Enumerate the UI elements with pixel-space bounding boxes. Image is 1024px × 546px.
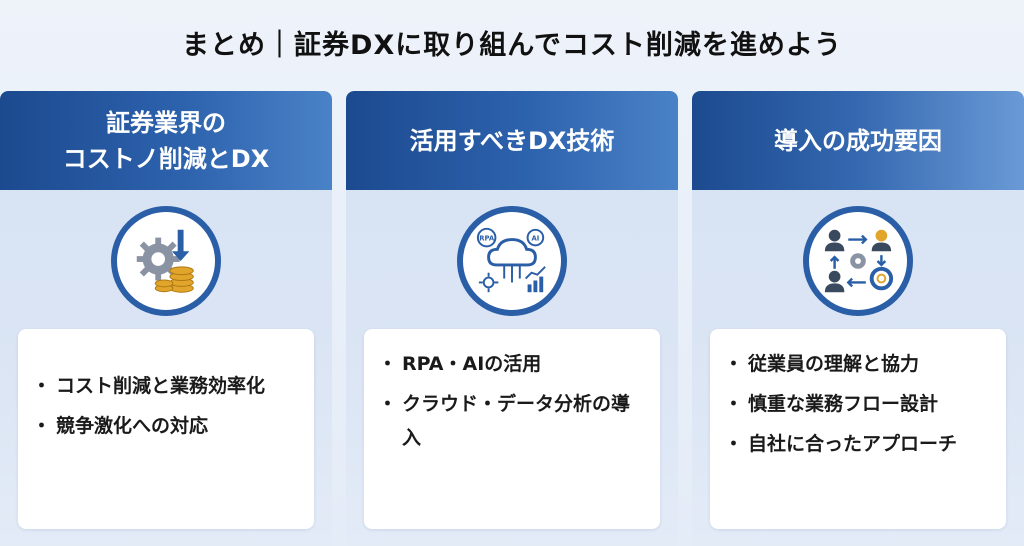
column-header-line: 活用すべきDX技術 [409, 126, 615, 155]
column-header: 導入の成功要因 [692, 91, 1024, 190]
page-title: まとめ｜証券DXに取り組んでコスト削減を進めよう [182, 30, 842, 61]
column-cost-reduction: 証券業界の コストノ削減とDX [0, 91, 332, 546]
rpa-label: RPA [479, 235, 495, 243]
bullet-card: コスト削減と業務効率化 競争激化への対応 [18, 329, 314, 529]
column-success-factors: 導入の成功要因 [692, 91, 1024, 546]
column-header-line: コストノ削減とDX [62, 144, 270, 173]
bullet-card: 従業員の理解と協力 慎重な業務フロー設計 自社に合ったアプローチ [710, 329, 1006, 529]
list-item: 競争激化への対応 [32, 409, 298, 443]
list-item: クラウド・データ分析の導入 [378, 387, 644, 455]
column-header-line: 証券業界の [106, 108, 226, 137]
team-collaboration-icon [803, 206, 913, 316]
list-item: 慎重な業務フロー設計 [724, 387, 990, 421]
list-item: RPA・AIの活用 [378, 347, 644, 381]
column-header: 証券業界の コストノ削減とDX [0, 91, 332, 190]
cloud-rpa-ai-icon: RPA AI [457, 206, 567, 316]
column-header: 活用すべきDX技術 [346, 91, 678, 190]
ai-label: AI [531, 235, 539, 243]
column-dx-technology: 活用すべきDX技術 RPA AI [346, 91, 678, 546]
column-header-line: 導入の成功要因 [774, 126, 942, 155]
gear-coins-icon [111, 206, 221, 316]
bullet-card: RPA・AIの活用 クラウド・データ分析の導入 [364, 329, 660, 529]
list-item: 自社に合ったアプローチ [724, 427, 990, 461]
list-item: 従業員の理解と協力 [724, 347, 990, 381]
list-item: コスト削減と業務効率化 [32, 369, 298, 403]
